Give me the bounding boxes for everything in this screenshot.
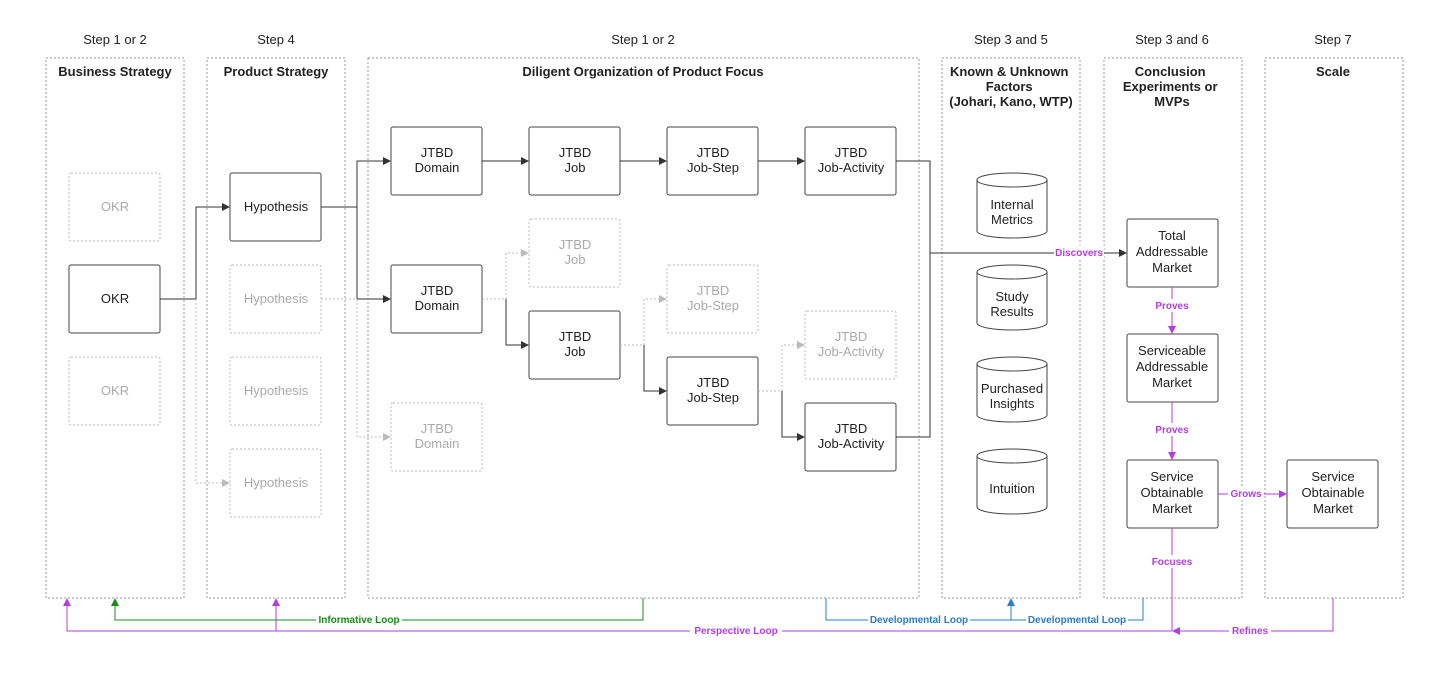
step-label-product: Step 4 bbox=[257, 32, 295, 47]
cylinder-intuition: Intuition bbox=[976, 448, 1048, 515]
jtbd-jobactivity-box-faint bbox=[804, 310, 897, 380]
proves-label-2: Proves bbox=[1155, 425, 1189, 436]
informative-loop-label: Informative Loop bbox=[318, 615, 399, 626]
step-label-conclusion: Step 3 and 6 bbox=[1135, 32, 1209, 47]
refines-loop bbox=[1172, 598, 1334, 635]
edge-activity1-merge bbox=[896, 160, 931, 253]
edge-domain2-to-job2 bbox=[505, 299, 529, 349]
okr-label-top: OKR bbox=[101, 199, 129, 214]
edge-hyp-to-domain-1 bbox=[321, 157, 391, 208]
perspective-loop bbox=[63, 598, 1172, 632]
hypothesis-box-3 bbox=[229, 356, 322, 426]
edge-job2-to-step-faint bbox=[620, 295, 667, 346]
column-title-scale: Scale bbox=[1316, 64, 1350, 79]
cylinder-label-intuition: Intuition bbox=[989, 481, 1035, 496]
proves-label-1: Proves bbox=[1155, 301, 1189, 312]
step-label-diligent: Step 1 or 2 bbox=[611, 32, 675, 47]
column-title-product: Product Strategy bbox=[224, 64, 330, 79]
grows-label-bg bbox=[1228, 487, 1264, 500]
developmental-loop-label-1: Developmental Loop bbox=[870, 615, 968, 626]
developmental-loop-label-2-bg bbox=[1026, 613, 1128, 626]
okr-label-bottom: OKR bbox=[101, 383, 129, 398]
column-title-business: Business Strategy bbox=[58, 64, 172, 79]
hypothesis-label-2: Hypothesis bbox=[244, 291, 309, 306]
edge-job2-to-step2 bbox=[643, 345, 667, 395]
edge-okr-to-hypothesis bbox=[160, 203, 230, 300]
okr-box-bottom bbox=[68, 356, 161, 426]
developmental-loop-label-2: Developmental Loop bbox=[1028, 615, 1126, 626]
okr-box-top bbox=[68, 172, 161, 242]
step-label-scale: Step 7 bbox=[1314, 32, 1352, 47]
hypothesis-label-main: Hypothesis bbox=[244, 199, 309, 214]
refines-label: Refines bbox=[1232, 626, 1269, 637]
scale-som-box bbox=[1286, 459, 1379, 529]
edge-domain2-to-job-faint bbox=[482, 249, 529, 300]
proves-label-1-bg bbox=[1152, 299, 1192, 312]
step-label-known: Step 3 and 5 bbox=[974, 32, 1048, 47]
edge-step2-to-activity2 bbox=[781, 391, 805, 441]
jtbd-job-box-faint bbox=[528, 218, 621, 288]
discovers-label-bg bbox=[1054, 245, 1104, 259]
hypothesis-label-3: Hypothesis bbox=[244, 383, 309, 398]
perspective-loop-label: Perspective Loop bbox=[694, 626, 777, 637]
column-title-conclusion: Conclusion Experiments or MVPs bbox=[1123, 64, 1221, 109]
edge-activity2-merge bbox=[896, 253, 931, 438]
focuses-label-bg bbox=[1148, 555, 1196, 568]
hypothesis-label-4: Hypothesis bbox=[244, 475, 309, 490]
jtbd-domain-box-faint bbox=[390, 402, 483, 472]
step-label-business: Step 1 or 2 bbox=[83, 32, 147, 47]
edge-step2-to-activity-faint bbox=[758, 341, 805, 392]
refines-label-bg bbox=[1229, 624, 1271, 637]
developmental-loop-label-1-bg bbox=[868, 613, 970, 626]
column-title-diligent: Diligent Organization of Product Focus bbox=[522, 64, 763, 79]
edge-okr-to-hypothesis-faint bbox=[195, 299, 230, 487]
grows-label: Grows bbox=[1230, 489, 1262, 500]
hypothesis-box-4 bbox=[229, 448, 322, 518]
jtbd-jobstep-box-faint bbox=[666, 264, 759, 334]
informative-loop-label-bg bbox=[316, 613, 402, 626]
column-title-known: Known & Unknown Factors (Johari, Kano, W… bbox=[949, 64, 1073, 109]
edge-hyp-to-domain-3-faint bbox=[356, 299, 391, 441]
discovers-label: Discovers bbox=[1055, 248, 1103, 259]
okr-label-main: OKR bbox=[101, 291, 129, 306]
proves-label-2-bg bbox=[1152, 423, 1192, 436]
perspective-loop-label-bg bbox=[690, 624, 782, 637]
focuses-label: Focuses bbox=[1152, 557, 1193, 568]
